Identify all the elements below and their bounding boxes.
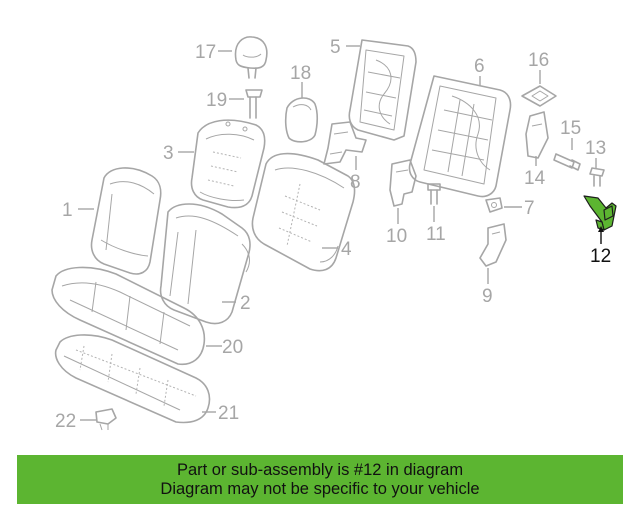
part-9-striker[interactable]	[479, 223, 507, 267]
callout-20[interactable]: 20	[222, 337, 243, 358]
part-3-seat-back-left[interactable]	[190, 119, 266, 209]
callout-18[interactable]: 18	[290, 63, 311, 84]
part-info-banner: Part or sub-assembly is #12 in diagram D…	[17, 455, 623, 504]
part-8-bracket[interactable]	[323, 121, 367, 165]
callout-10[interactable]: 10	[386, 226, 407, 247]
part-15-pin[interactable]	[553, 153, 581, 171]
part-1-seat-back[interactable]	[90, 167, 162, 275]
part-11-bolt[interactable]	[427, 183, 441, 205]
callout-14[interactable]: 14	[524, 168, 546, 189]
part-16-cover[interactable]	[521, 85, 557, 107]
callout-6[interactable]: 6	[474, 56, 485, 77]
callout-3[interactable]: 3	[163, 143, 174, 164]
callout-12[interactable]: 12	[590, 246, 611, 267]
callout-4[interactable]: 4	[341, 239, 352, 260]
callout-16[interactable]: 16	[528, 50, 549, 71]
callout-5[interactable]: 5	[330, 37, 341, 58]
callout-2[interactable]: 2	[240, 293, 251, 314]
part-18-armrest[interactable]	[284, 97, 319, 143]
part-22-clip[interactable]	[95, 408, 117, 431]
part-4-seat-back-right[interactable]	[251, 152, 356, 272]
callout-21[interactable]: 21	[218, 403, 239, 424]
callout-13[interactable]: 13	[585, 138, 606, 159]
banner-line-part: Part or sub-assembly is #12 in diagram	[176, 460, 464, 479]
callout-1[interactable]: 1	[62, 200, 73, 221]
exploded-seat-diagram: 17 19 18 3 1 5 6 16 8 15 13 14 7 10 11 9…	[51, 36, 617, 432]
callout-17[interactable]: 17	[195, 42, 216, 63]
part-21-cushion-frame[interactable]	[54, 334, 211, 424]
callout-8[interactable]: 8	[350, 172, 361, 193]
part-10-hinge[interactable]	[389, 159, 417, 207]
part-6-seat-back-frame[interactable]	[408, 75, 512, 198]
part-17-headrest[interactable]	[234, 36, 268, 79]
callout-22[interactable]: 22	[55, 411, 76, 432]
callout-9[interactable]: 9	[482, 286, 493, 307]
part-7-bracket[interactable]	[485, 197, 503, 213]
banner-line-disclaimer: Diagram may not be specific to your vehi…	[160, 479, 480, 498]
part-2-seat-back-lower[interactable]	[159, 203, 251, 325]
part-13-bolt[interactable]	[589, 167, 605, 187]
callout-19[interactable]: 19	[206, 90, 227, 111]
callout-15[interactable]: 15	[560, 118, 581, 139]
part-12-bracket-highlighted[interactable]	[583, 195, 617, 231]
part-20-seat-cushion[interactable]	[51, 266, 206, 366]
part-19-guide[interactable]	[245, 89, 263, 119]
callout-11[interactable]: 11	[426, 224, 446, 245]
callout-7[interactable]: 7	[524, 198, 535, 219]
part-14-latch[interactable]	[525, 111, 549, 159]
part-5-seat-back-frame[interactable]	[348, 39, 417, 141]
callout-leaders	[78, 45, 604, 421]
